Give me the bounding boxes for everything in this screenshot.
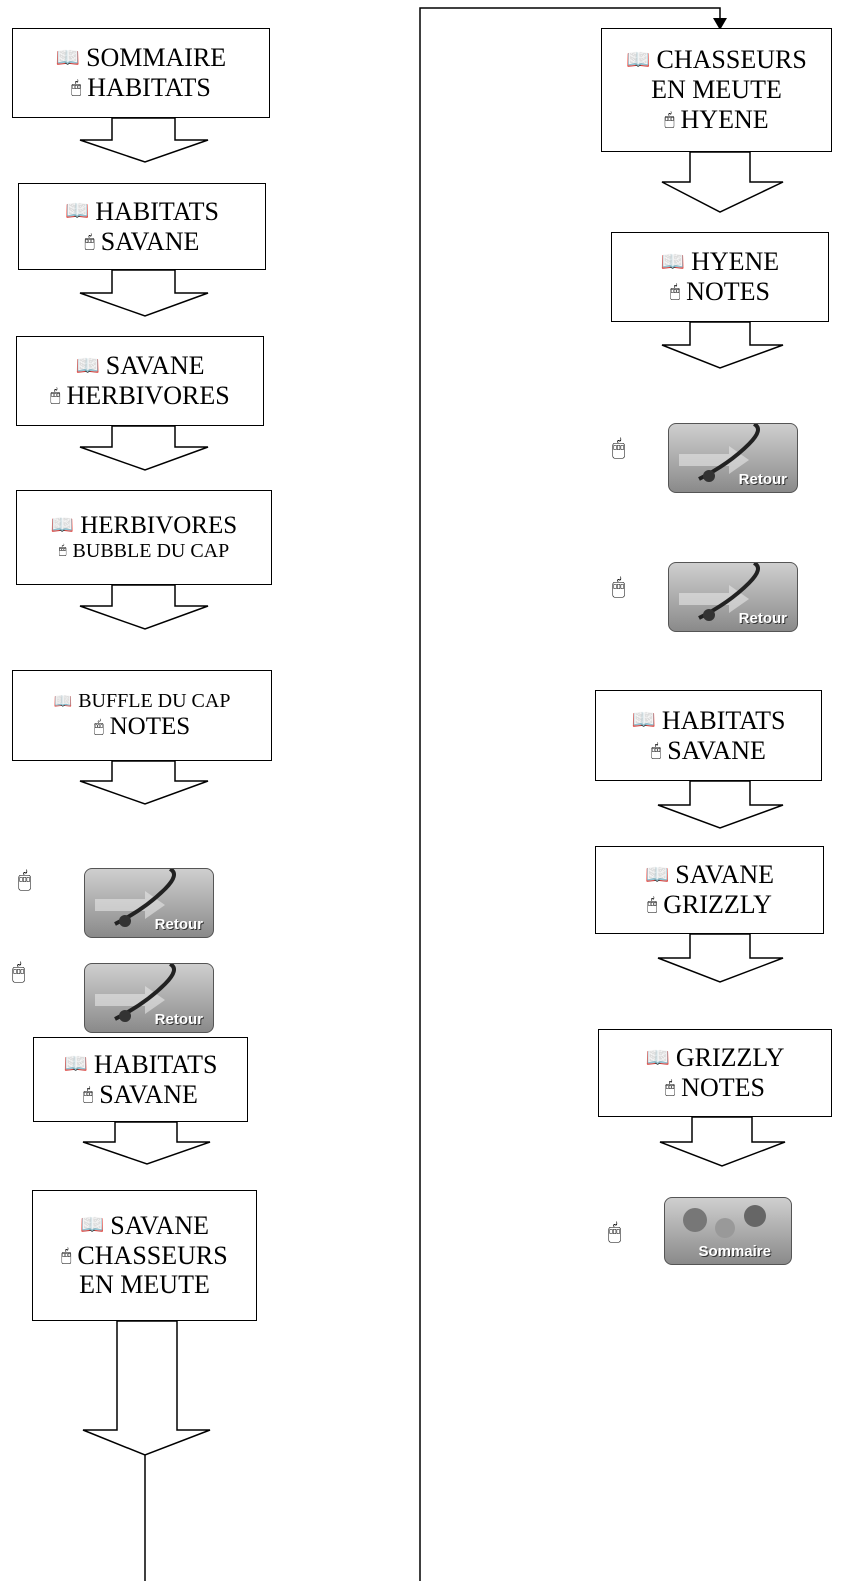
down-arrow (661, 151, 784, 213)
flow-box-hyene: 📖HYENE 🖱NOTES (611, 232, 829, 322)
mouse-icon: 🖱 (71, 77, 82, 98)
flow-box-buffle: 📖 BUFFLE DU CAP 🖱NOTES (12, 670, 272, 761)
box-book-text: HABITATS (661, 705, 786, 735)
box-book-text: HABITATS (93, 1049, 218, 1079)
down-arrow (657, 780, 784, 829)
sommaire-label: Sommaire (698, 1243, 771, 1260)
down-arrow (82, 1121, 211, 1165)
box-book-text: SAVANE (105, 351, 205, 381)
box-book-text: HABITATS (95, 196, 219, 226)
box-mouse-text: CHASSEURS (77, 1240, 228, 1270)
mouse-icon: 🖱 (83, 1083, 94, 1104)
flow-box-grizzly: 📖GRIZZLY 🖱NOTES (598, 1029, 832, 1117)
flow-box-habitats-3: 📖HABITATS 🖱SAVANE (595, 690, 822, 781)
mouse-icon: 🖱 (665, 1077, 676, 1098)
mouse-icon: 🖱 (670, 281, 681, 302)
book-icon: 📖 (53, 691, 73, 710)
box-book-text: CHASSEURS (656, 45, 807, 75)
flow-box-savane-2: 📖SAVANE 🖱CHASSEURS EN MEUTE (32, 1190, 257, 1321)
book-icon: 📖 (660, 249, 686, 273)
box-mouse-text: SAVANE (667, 735, 766, 765)
box-mouse-text: BUBBLE DU CAP (72, 540, 230, 563)
retour-button[interactable]: Retour (668, 423, 798, 493)
flow-box-savane-3: 📖SAVANE 🖱GRIZZLY (595, 846, 824, 934)
book-icon: 📖 (626, 47, 651, 71)
mouse-icon: 🖱 (612, 436, 626, 461)
retour-label: Retour (738, 471, 787, 488)
book-icon: 📖 (644, 862, 670, 886)
mouse-icon: 🖱 (58, 543, 67, 559)
mouse-icon: 🖱 (61, 1244, 72, 1265)
flow-box-herbivores: 📖HERBIVORES 🖱 BUBBLE DU CAP (16, 490, 272, 585)
mouse-icon: 🖱 (12, 960, 26, 985)
box-book-text: SAVANE (675, 860, 775, 890)
box-mouse-text: SAVANE (100, 226, 200, 256)
mouse-icon: 🖱 (612, 575, 626, 600)
box-book-text: SOMMAIRE (86, 43, 227, 73)
book-icon: 📖 (63, 1052, 88, 1076)
down-arrow (79, 269, 209, 317)
mouse-icon: 🖱 (608, 1220, 622, 1245)
scorpion-icon (95, 869, 176, 927)
box-mouse-text: HYENE (680, 104, 769, 134)
retour-label: Retour (154, 1011, 203, 1028)
flow-box-savane: 📖SAVANE 🖱HERBIVORES (16, 336, 264, 426)
box-mouse-text: GRIZZLY (663, 890, 772, 919)
down-arrow (82, 1320, 211, 1456)
box-mouse-text: HERBIVORES (66, 381, 230, 410)
flow-box-habitats-2: 📖HABITATS 🖱SAVANE (33, 1037, 248, 1122)
mouse-icon: 🖱 (50, 385, 61, 406)
mouse-icon: 🖱 (664, 109, 675, 130)
scorpion-icon (95, 964, 176, 1022)
book-icon: 📖 (75, 353, 100, 377)
flow-box-habitats: 📖HABITATS 🖱SAVANE (18, 183, 266, 270)
down-arrow (79, 584, 209, 630)
flow-box-sommaire: 📖SOMMAIRE 🖱HABITATS (12, 28, 270, 118)
mouse-icon: 🖱 (84, 230, 95, 251)
sommaire-button[interactable]: Sommaire (664, 1197, 792, 1265)
down-arrow (79, 760, 209, 805)
down-arrow (661, 321, 784, 369)
box-mouse-text: HABITATS (87, 73, 211, 102)
mouse-icon: 🖱 (647, 894, 658, 915)
box-mouse-text: NOTES (681, 1073, 765, 1102)
down-arrow (79, 425, 209, 471)
scorpion-icon (679, 563, 760, 621)
box-book-text: HERBIVORES (80, 511, 238, 539)
box-mouse-text: NOTES (686, 277, 770, 306)
flow-box-chasseurs: 📖CHASSEURS EN MEUTE 🖱HYENE (601, 28, 832, 152)
down-arrow (79, 117, 209, 163)
scorpion-icon (679, 424, 760, 482)
box-book-text: BUFFLE DU CAP (78, 689, 231, 712)
mouse-icon: 🖱 (93, 716, 104, 736)
animals-icon (683, 1205, 766, 1238)
box-book-text: GRIZZLY (675, 1043, 785, 1073)
retour-button[interactable]: Retour (84, 868, 214, 938)
box-mouse-text: SAVANE (99, 1079, 198, 1109)
book-icon: 📖 (65, 199, 90, 223)
retour-button[interactable]: Retour (668, 562, 798, 632)
mouse-icon: 🖱 (18, 868, 32, 893)
box-mouse-text: NOTES (109, 712, 191, 740)
retour-label: Retour (154, 916, 203, 933)
box-extra-text: EN MEUTE (651, 75, 782, 105)
box-extra-text: EN MEUTE (79, 1270, 210, 1300)
book-icon: 📖 (631, 708, 656, 732)
retour-label: Retour (738, 610, 787, 627)
box-book-text: SAVANE (110, 1210, 210, 1240)
book-icon: 📖 (645, 1045, 670, 1069)
box-book-text: HYENE (691, 247, 780, 277)
down-arrow (657, 933, 784, 983)
down-arrow (659, 1116, 786, 1167)
book-icon: 📖 (79, 1213, 105, 1237)
book-icon: 📖 (55, 45, 81, 69)
retour-button[interactable]: Retour (84, 963, 214, 1033)
mouse-icon: 🖱 (651, 739, 662, 760)
book-icon: 📖 (50, 515, 75, 537)
